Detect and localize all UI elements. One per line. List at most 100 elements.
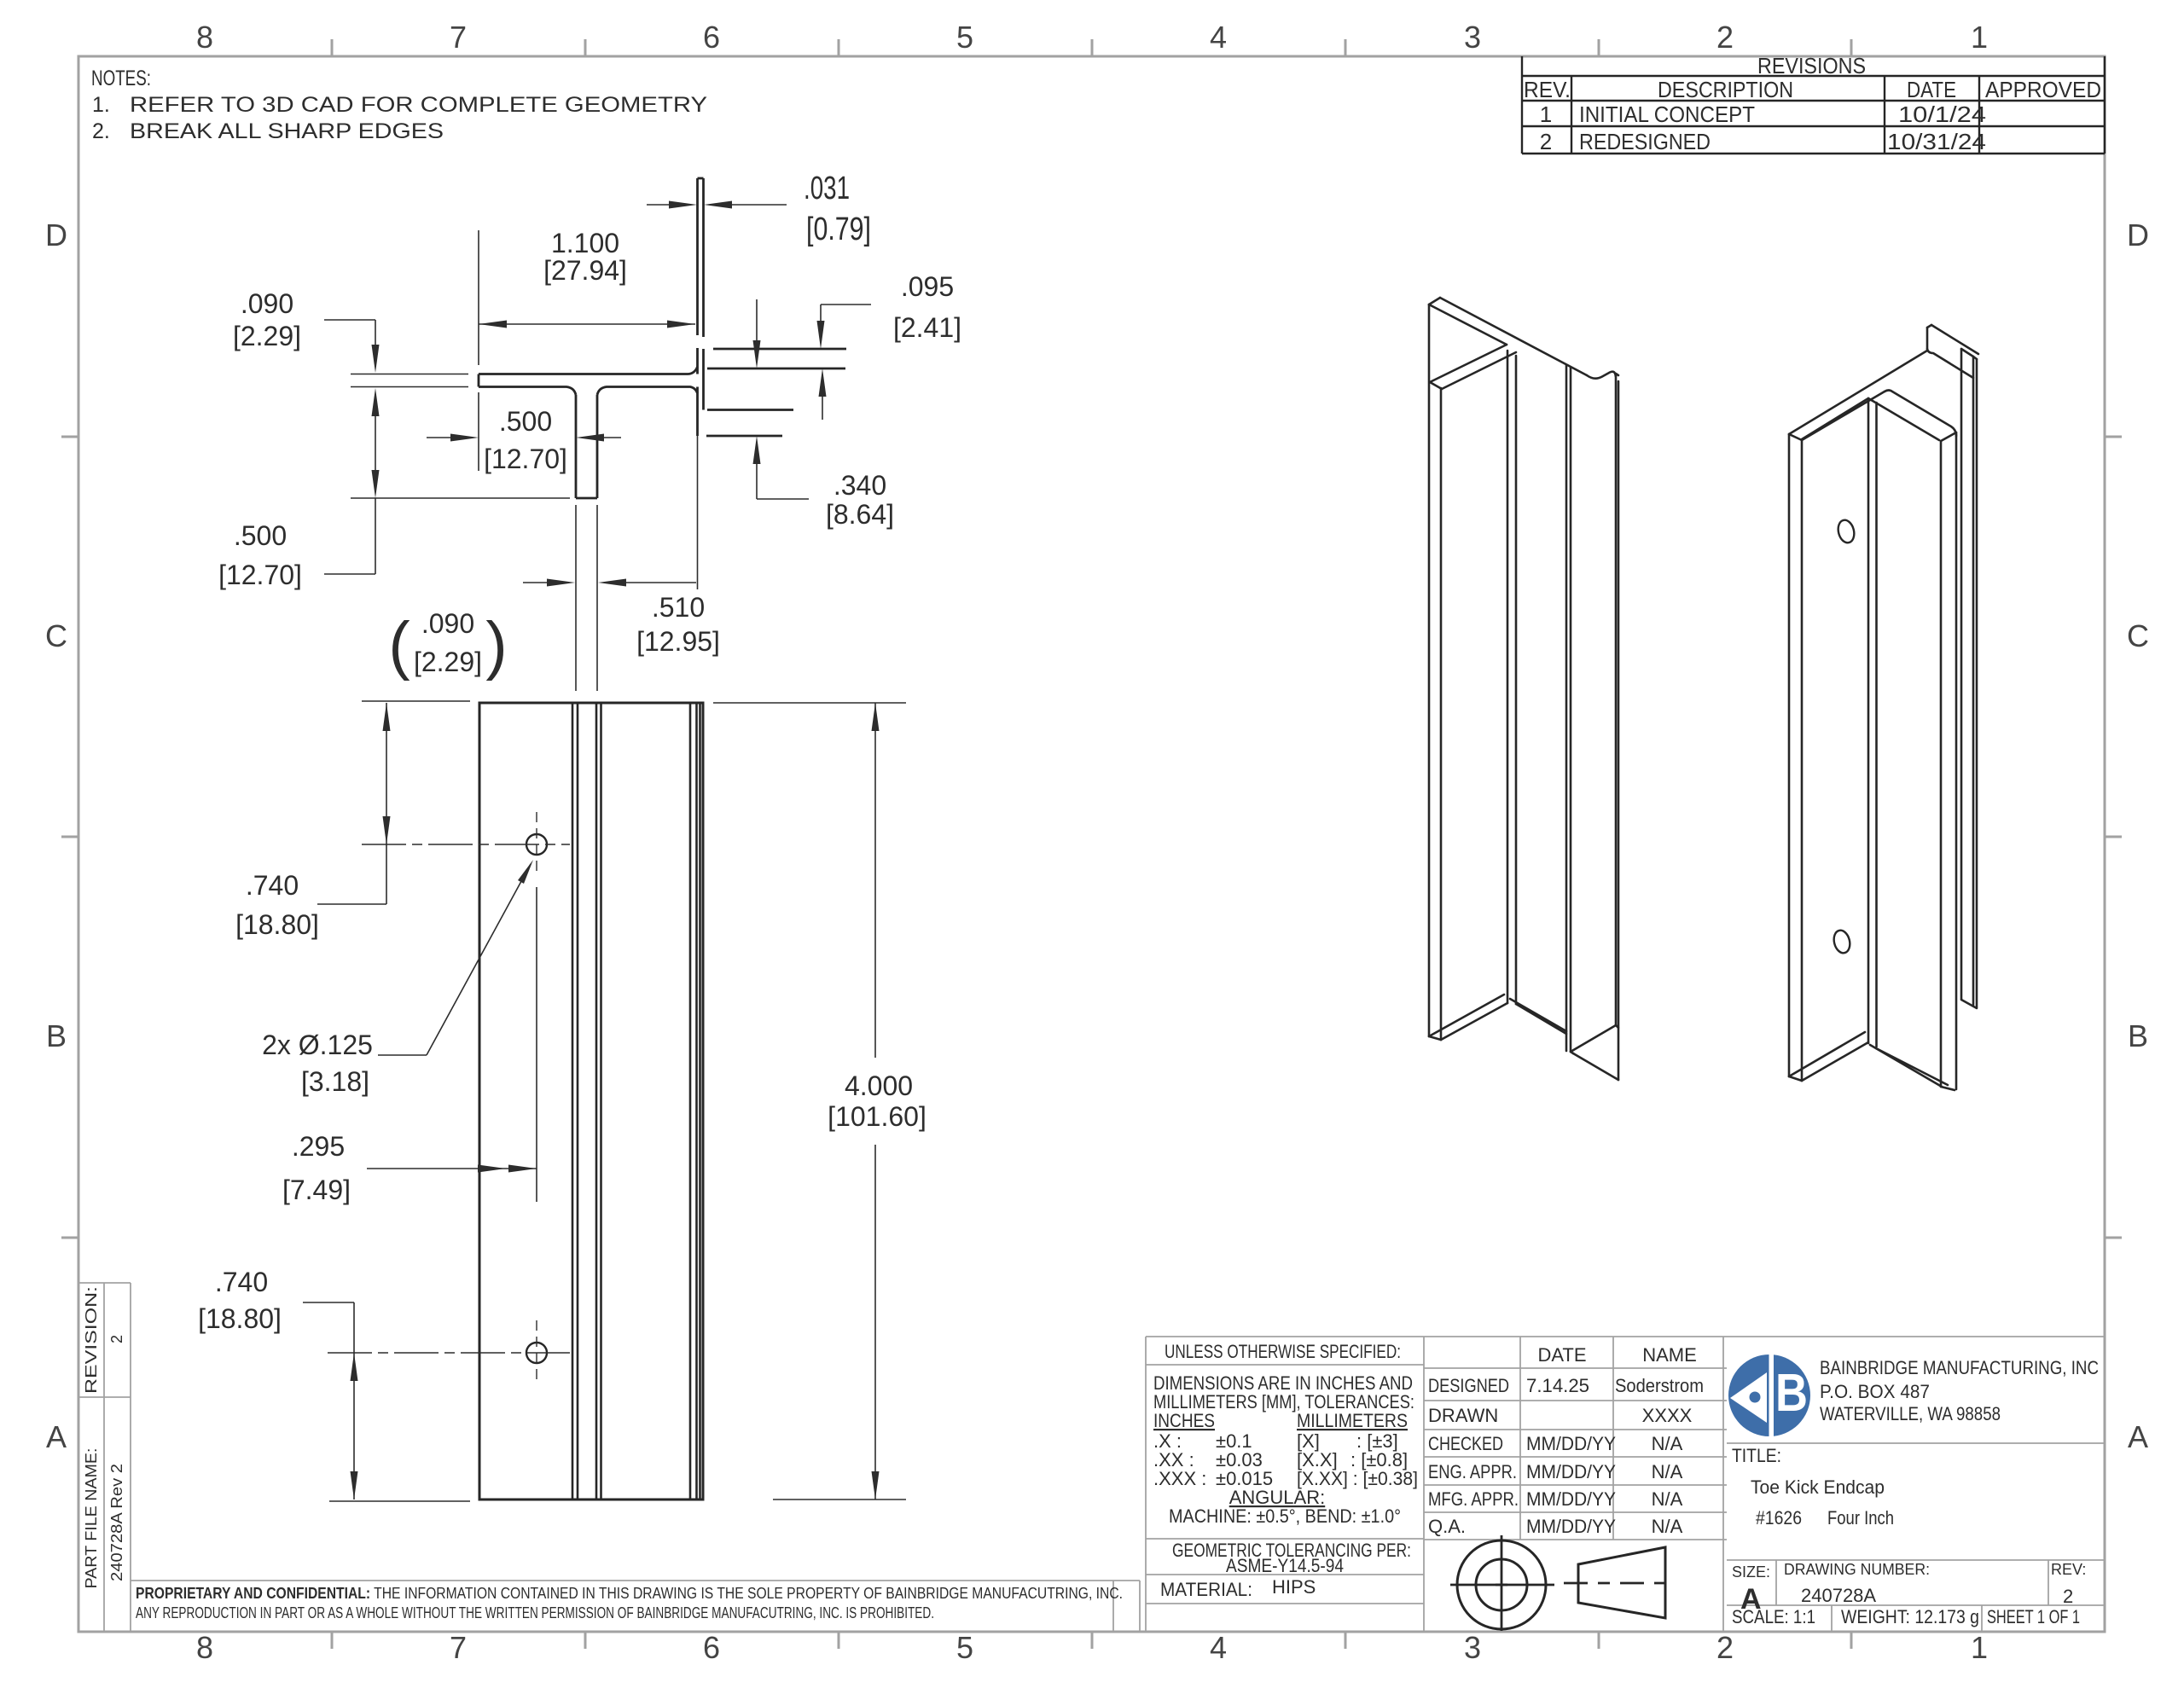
svg-text:INITIAL CONCEPT: INITIAL CONCEPT xyxy=(1579,102,1755,127)
svg-text:[18.80]: [18.80] xyxy=(235,909,319,940)
svg-text:7.14.25: 7.14.25 xyxy=(1526,1375,1589,1396)
svg-text:±0.1: ±0.1 xyxy=(1216,1430,1252,1452)
svg-text:BAINBRIDGE MANUFACTURING, INC: BAINBRIDGE MANUFACTURING, INC xyxy=(1820,1357,2099,1378)
svg-text:[3.18]: [3.18] xyxy=(301,1066,369,1097)
svg-text:1.100: 1.100 xyxy=(551,228,619,258)
svg-text:PART FILE NAME:: PART FILE NAME: xyxy=(83,1448,100,1589)
svg-text:3: 3 xyxy=(1464,20,1481,55)
svg-text:DESIGNED: DESIGNED xyxy=(1428,1375,1509,1396)
svg-text:DATE: DATE xyxy=(1907,77,1956,102)
svg-text:1.: 1. xyxy=(92,93,110,117)
svg-text:.740: .740 xyxy=(215,1267,268,1297)
svg-text:[2.29]: [2.29] xyxy=(414,647,482,677)
svg-text:.295: .295 xyxy=(292,1131,345,1162)
svg-text:REVISION:: REVISION: xyxy=(83,1286,100,1394)
svg-text:[12.70]: [12.70] xyxy=(484,444,567,474)
svg-text:N/A: N/A xyxy=(1652,1433,1683,1454)
svg-text:±0.015: ±0.015 xyxy=(1216,1468,1273,1489)
svg-text:[12.70]: [12.70] xyxy=(218,560,302,590)
svg-text:2: 2 xyxy=(1716,1630,1734,1665)
svg-text:.340: .340 xyxy=(834,470,886,501)
svg-text:.XX :: .XX : xyxy=(1153,1449,1194,1470)
svg-text:B: B xyxy=(46,1018,67,1053)
svg-text:MM/DD/YY: MM/DD/YY xyxy=(1526,1433,1616,1454)
svg-text:A: A xyxy=(2128,1419,2148,1454)
svg-text:REFER TO 3D CAD FOR COMPLETE G: REFER TO 3D CAD FOR COMPLETE GEOMETRY xyxy=(130,93,707,117)
svg-text:DESCRIPTION: DESCRIPTION xyxy=(1658,77,1793,102)
svg-text:2: 2 xyxy=(108,1335,125,1343)
svg-text:MILLIMETERS: MILLIMETERS xyxy=(1297,1410,1408,1431)
svg-text:.500: .500 xyxy=(234,520,287,551)
svg-text:A: A xyxy=(1740,1583,1762,1615)
svg-text:[X.XX] : [±0.38]: [X.XX] : [±0.38] xyxy=(1297,1468,1418,1489)
svg-text:.510: .510 xyxy=(652,592,705,623)
svg-text:4.000: 4.000 xyxy=(845,1070,913,1101)
svg-text:P.O. BOX 487: P.O. BOX 487 xyxy=(1820,1381,1930,1402)
svg-text:DIMENSIONS ARE IN INCHES AND: DIMENSIONS ARE IN INCHES AND xyxy=(1153,1372,1413,1394)
svg-text:2x Ø.125: 2x Ø.125 xyxy=(262,1030,373,1060)
svg-text:7: 7 xyxy=(450,1630,467,1665)
svg-text:240728A Rev 2: 240728A Rev 2 xyxy=(108,1464,125,1581)
svg-text:6: 6 xyxy=(703,1630,720,1665)
svg-text:D: D xyxy=(45,218,67,252)
svg-text:INCHES: INCHES xyxy=(1153,1410,1215,1431)
svg-text:.090: .090 xyxy=(241,288,293,319)
svg-text:GEOMETRIC TOLERANCING PER:: GEOMETRIC TOLERANCING PER: xyxy=(1172,1540,1411,1561)
svg-text:.095: .095 xyxy=(901,271,954,302)
svg-text:Soderstrom: Soderstrom xyxy=(1615,1375,1704,1396)
svg-text:MILLIMETERS [MM], TOLERANCES:: MILLIMETERS [MM], TOLERANCES: xyxy=(1153,1391,1414,1412)
svg-text:B: B xyxy=(2128,1018,2148,1053)
svg-text:DRAWING NUMBER:: DRAWING NUMBER: xyxy=(1784,1561,1930,1578)
svg-text:[2.41]: [2.41] xyxy=(893,312,961,343)
svg-text:ANGULAR:: ANGULAR: xyxy=(1229,1487,1325,1508)
svg-text:APPROVED: APPROVED xyxy=(1985,77,2101,102)
svg-text:1: 1 xyxy=(1540,102,1552,127)
svg-text:2: 2 xyxy=(1716,20,1734,55)
svg-text:C: C xyxy=(2127,618,2149,653)
svg-text:N/A: N/A xyxy=(1652,1488,1683,1510)
svg-text:.XXX :: .XXX : xyxy=(1153,1468,1206,1489)
svg-text:DRAWN: DRAWN xyxy=(1428,1405,1498,1426)
svg-text:REV:: REV: xyxy=(2051,1561,2086,1578)
svg-text:Toe Kick Endcap: Toe Kick Endcap xyxy=(1751,1476,1885,1498)
svg-text:[101.60]: [101.60] xyxy=(828,1101,926,1132)
svg-text:#1626: #1626 xyxy=(1756,1507,1802,1528)
svg-text:Q.A.: Q.A. xyxy=(1428,1516,1466,1537)
svg-text:(: ( xyxy=(388,609,410,682)
svg-text:[0.79]: [0.79] xyxy=(806,212,871,247)
svg-text:[12.95]: [12.95] xyxy=(636,626,720,657)
svg-text:MFG. APPR.: MFG. APPR. xyxy=(1428,1488,1519,1510)
svg-text:10/1/24: 10/1/24 xyxy=(1898,102,1986,127)
svg-text:UNLESS OTHERWISE SPECIFIED:: UNLESS OTHERWISE SPECIFIED: xyxy=(1165,1341,1401,1362)
svg-text:[X.X]: [X.X] xyxy=(1297,1449,1338,1470)
svg-text:[2.29]: [2.29] xyxy=(233,321,301,351)
svg-text:MATERIAL:: MATERIAL: xyxy=(1160,1579,1252,1600)
svg-text:[X]: [X] xyxy=(1297,1430,1320,1452)
svg-text:1: 1 xyxy=(1971,1630,1988,1665)
svg-text:WATERVILLE, WA 98858: WATERVILLE, WA 98858 xyxy=(1820,1403,2001,1424)
svg-text:NAME: NAME xyxy=(1642,1344,1697,1366)
svg-text:ASME-Y14.5-94: ASME-Y14.5-94 xyxy=(1226,1555,1344,1576)
svg-text:SIZE:: SIZE: xyxy=(1732,1563,1770,1581)
svg-text:D: D xyxy=(2127,218,2149,252)
svg-text:MM/DD/YY: MM/DD/YY xyxy=(1526,1516,1616,1537)
svg-text:8: 8 xyxy=(196,20,213,55)
svg-text:Four Inch: Four Inch xyxy=(1827,1507,1894,1528)
svg-text:DATE: DATE xyxy=(1537,1344,1586,1366)
svg-text:C: C xyxy=(45,618,67,653)
svg-text:ENG. APPR.: ENG. APPR. xyxy=(1428,1461,1517,1482)
svg-text:CHECKED: CHECKED xyxy=(1428,1433,1503,1454)
svg-text:BREAK ALL SHARP EDGES: BREAK ALL SHARP EDGES xyxy=(130,119,444,143)
svg-text:2: 2 xyxy=(2063,1586,2073,1607)
svg-text:PROPRIETARY AND CONFIDENTIAL:: PROPRIETARY AND CONFIDENTIAL: THE INFORM… xyxy=(136,1585,1123,1602)
svg-text:5: 5 xyxy=(956,20,973,55)
svg-text:MM/DD/YY: MM/DD/YY xyxy=(1526,1488,1616,1510)
svg-text:SHEET 1 OF 1: SHEET 1 OF 1 xyxy=(1987,1606,2080,1627)
svg-text:240728A: 240728A xyxy=(1801,1585,1876,1606)
svg-text:NOTES:: NOTES: xyxy=(91,67,151,90)
svg-text:[7.49]: [7.49] xyxy=(282,1175,351,1205)
svg-text:A: A xyxy=(46,1419,67,1454)
svg-text:B: B xyxy=(1775,1364,1808,1423)
svg-text:REV.: REV. xyxy=(1524,77,1571,102)
svg-text:): ) xyxy=(485,609,507,682)
